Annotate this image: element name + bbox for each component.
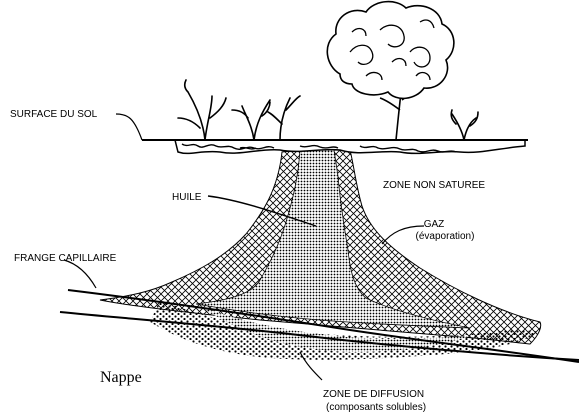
label-gas-note: (évaporation) — [400, 231, 490, 242]
label-capillary-fringe: FRANGE CAPILLAIRE — [14, 253, 116, 264]
label-diffusion-note: (composants solubles) — [326, 402, 426, 413]
tree — [327, 2, 454, 140]
leader-ground-surface — [116, 114, 142, 140]
label-diffusion-zone: ZONE DE DIFFUSION — [323, 389, 424, 400]
label-water-table: Nappe — [100, 369, 142, 387]
label-ground-surface: SURFACE DU SOL — [10, 109, 97, 120]
label-gas: GAZ — [404, 219, 464, 230]
shrub-left — [178, 80, 300, 140]
label-oil: HUILE — [172, 192, 201, 203]
shrub-right — [451, 110, 478, 140]
label-unsaturated-zone: ZONE NON SATUREE — [383, 180, 485, 191]
leader-capillary-fringe — [64, 260, 96, 288]
